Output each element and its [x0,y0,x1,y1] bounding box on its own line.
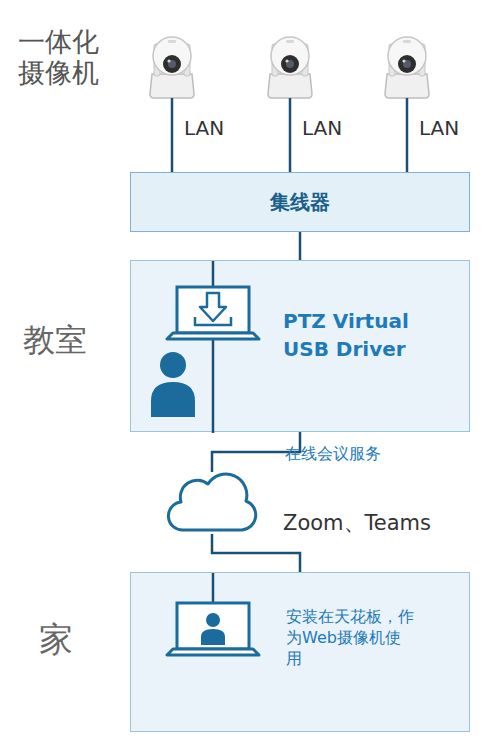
person-head [160,352,186,378]
wire [212,573,215,603]
connector-line [212,534,300,572]
lan-wires [172,98,407,172]
connector-line [299,232,302,260]
person-body [201,629,225,645]
driver-label: PTZ Virtual USB Driver [283,307,433,363]
laptop-screen [177,287,249,333]
hub-label: 集线器 [270,190,330,215]
lan-label: LAN [302,116,342,140]
lan-wire [289,98,292,172]
classroom-band: 教室PTZ Virtual USB Driver [130,260,470,432]
home-band: 家安装在天花板，作为Web摄像机使用 [130,572,470,732]
cloud-shape [160,472,264,534]
wire [212,339,215,433]
band-heading: 家 [39,621,73,658]
ptz-camera [150,37,194,98]
lan-label: LAN [184,116,224,140]
band-heading: 教室 [23,323,87,358]
service-heading: 在线会议服务 [285,444,381,464]
lan-wire [406,98,409,172]
download-tray [195,317,231,325]
cloud-node: 在线会议服务 Zoom、Teams [160,440,470,555]
usage-note: 安装在天花板，作为Web摄像机使用 [286,607,414,669]
laptop-base [167,333,259,339]
lan-wire [171,98,174,172]
service-names: Zoom、Teams [283,510,431,536]
wire [212,261,215,287]
lan-label: LAN [419,116,459,140]
person-body [151,382,195,417]
laptop-screen [177,603,249,649]
ptz-camera [385,37,429,98]
hub-box: 集线器 [130,172,470,232]
download-arrow [200,293,226,321]
camera-illustration [150,37,429,98]
ptz-camera [268,37,312,98]
camera-heading: 一体化摄像机 [18,26,104,88]
person-head [206,613,220,627]
laptop-base [167,649,259,655]
